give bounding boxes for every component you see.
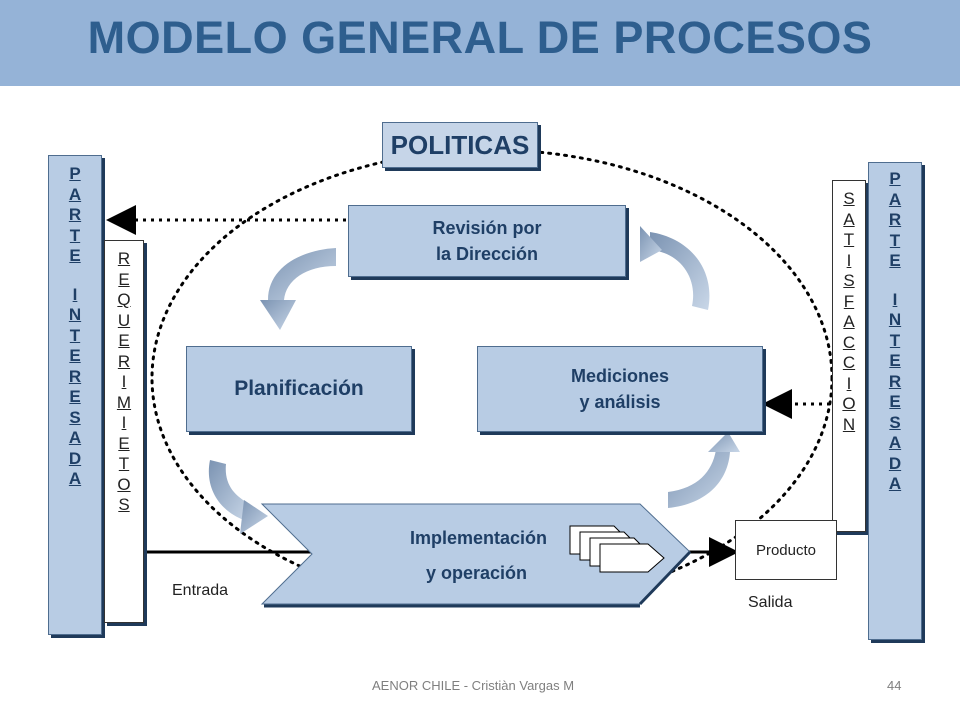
mediciones-line1: Mediciones: [570, 366, 670, 386]
vertical-letter: E: [69, 246, 81, 265]
vertical-letter: T: [69, 225, 81, 245]
cycle-arrow-top-left: [260, 248, 336, 330]
revision-line2: la Dirección: [435, 244, 539, 264]
vertical-letter: N: [888, 310, 902, 329]
vertical-letter: A: [68, 184, 82, 204]
cycle-arrow-bottom-right: [668, 432, 740, 508]
vertical-letter: A: [843, 209, 855, 229]
producto-box: Producto: [735, 520, 837, 580]
vertical-letter: R: [68, 205, 82, 224]
vertical-letter: T: [889, 330, 901, 350]
vertical-letter: E: [69, 387, 81, 406]
vertical-letter: I: [72, 284, 78, 304]
vertical-letter: S: [843, 189, 855, 208]
vertical-letter: A: [68, 428, 82, 447]
vertical-letter: A: [888, 474, 902, 493]
footer-text: AENOR CHILE - Cristiàn Vargas M: [372, 678, 575, 693]
vertical-letter: T: [889, 230, 901, 250]
vertical-letter: R: [888, 210, 902, 229]
vertical-letter: T: [118, 454, 130, 473]
vertical-letter: N: [68, 305, 82, 324]
vertical-letter: E: [118, 331, 130, 350]
vertical-letter: M: [116, 392, 132, 412]
implementacion-line1: Implementación: [410, 528, 548, 548]
revision-box: Revisión por la Dirección: [348, 205, 626, 277]
vertical-letter: D: [68, 448, 82, 468]
vertical-letter: N: [842, 414, 856, 434]
vertical-letter: R: [888, 371, 902, 391]
vertical-letter: P: [889, 169, 901, 188]
vertical-letter: R: [117, 249, 131, 268]
planificacion-label: Planificación: [234, 377, 364, 400]
page-number: 44: [887, 678, 902, 693]
vertical-letter: C: [842, 353, 856, 372]
salida-label: Salida: [748, 594, 793, 611]
revision-line1: Revisión por: [432, 218, 542, 238]
vertical-letter: U: [117, 310, 131, 330]
vertical-letter: O: [842, 394, 856, 413]
entrada-label: Entrada: [172, 582, 229, 599]
vertical-letter: I: [846, 373, 852, 393]
vertical-letter: D: [888, 453, 902, 473]
vertical-letter: E: [69, 346, 81, 365]
vertical-letter: S: [69, 407, 81, 427]
planificacion-box: Planificación: [186, 346, 412, 432]
vertical-letter: R: [68, 366, 82, 386]
politicas-label: POLITICAS: [390, 129, 530, 160]
vertical-letter: E: [889, 351, 901, 370]
vertical-letter: A: [888, 433, 902, 452]
vertical-letter: T: [843, 230, 855, 249]
letter-gap: [69, 267, 81, 285]
vertical-letter: A: [68, 469, 82, 488]
page-title: MODELO GENERAL DE PROCESOS: [87, 12, 873, 63]
vertical-letter: E: [118, 433, 130, 453]
letter-gap: [889, 272, 901, 290]
vertical-letter: I: [121, 372, 127, 391]
vertical-letter: I: [892, 289, 898, 309]
vertical-letter: R: [117, 351, 131, 371]
vertical-letter: A: [843, 312, 855, 331]
vertical-letter: S: [843, 271, 855, 290]
vertical-letter: Q: [117, 290, 131, 309]
vertical-letter: P: [69, 164, 81, 183]
vertical-letter: E: [118, 269, 130, 289]
vertical-letter: S: [889, 412, 901, 432]
vertical-letter: C: [842, 332, 856, 352]
mediciones-box: Mediciones y análisis: [477, 346, 763, 432]
vertical-letter: E: [889, 251, 901, 270]
vertical-letter: S: [118, 495, 130, 514]
politicas-box: POLITICAS: [382, 122, 538, 168]
header-bar: [0, 0, 960, 86]
vertical-letter: I: [846, 250, 852, 270]
cycle-arrow-bottom-left: [208, 460, 268, 534]
vertical-letter: O: [117, 474, 131, 494]
cycle-arrow-top-right: [640, 226, 710, 310]
vertical-letter: T: [69, 325, 81, 345]
vertical-letter: A: [888, 189, 902, 209]
implementacion-line2: y operación: [426, 563, 528, 583]
producto-label: Producto: [755, 541, 817, 559]
vertical-letter: I: [121, 413, 127, 432]
mediciones-line2: y análisis: [579, 392, 661, 412]
product-stack-icon: [569, 525, 665, 573]
vertical-letter: F: [843, 291, 855, 311]
vertical-letter: E: [889, 392, 901, 411]
